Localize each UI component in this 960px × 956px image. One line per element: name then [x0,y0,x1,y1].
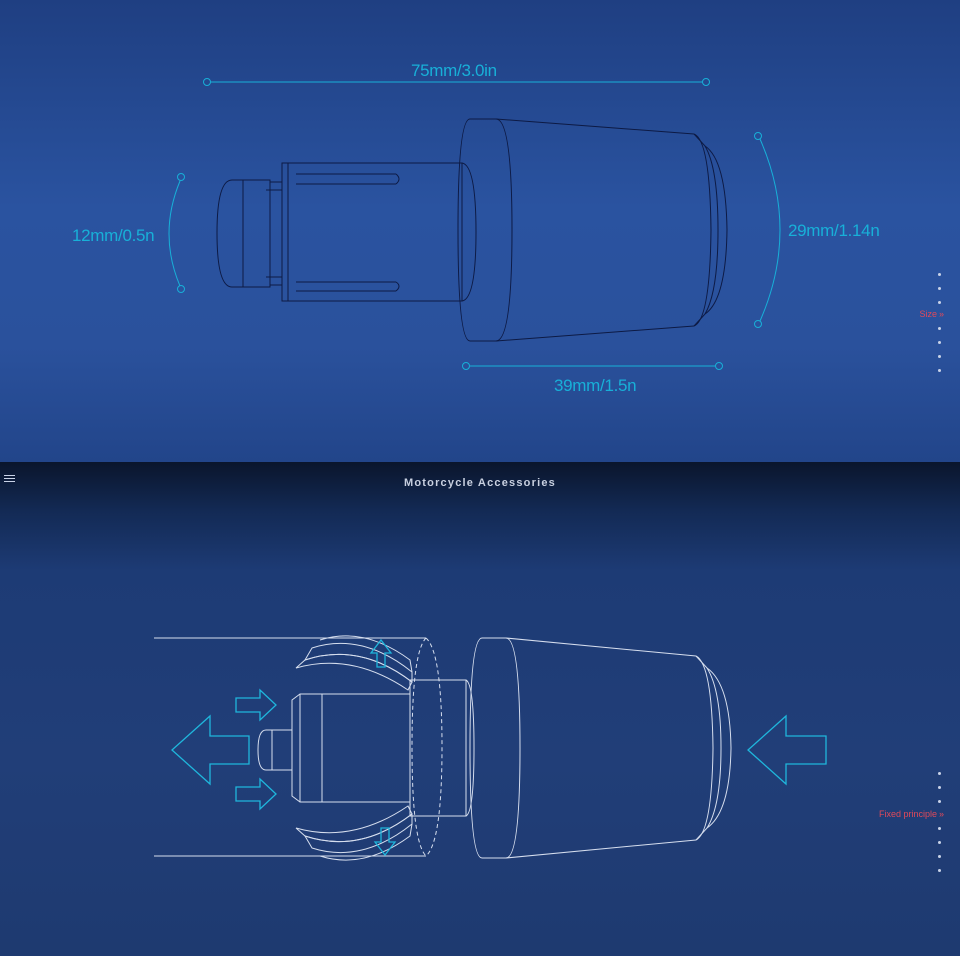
nav-dot[interactable] [938,786,941,789]
nav-item-fixed-principle[interactable]: Fixed principle» [879,809,944,819]
nav-dot[interactable] [938,341,941,344]
nav-dot[interactable] [938,772,941,775]
double-chevron-icon: » [938,809,944,819]
total-length-label: 75mm/3.0in [411,61,497,80]
nav-item-size[interactable]: Size» [919,309,944,319]
head-length-label: 39mm/1.5n [554,376,637,395]
fixed-principle-panel: Fixed principle» [0,462,960,956]
collar [469,637,521,859]
nav-dot[interactable] [938,369,941,372]
nav-dot[interactable] [938,855,941,858]
arrow-pull-left-icon [171,714,250,786]
nav-dot[interactable] [938,827,941,830]
shaft-diameter-arc [168,180,181,287]
hamburger-menu-icon[interactable] [4,475,15,483]
collar [457,118,513,342]
size-panel: 75mm/3.0in 12mm/0.5n 29mm/1.14n 39mm/1.5… [0,0,960,462]
section-nav: Size» [824,270,944,380]
nav-dot[interactable] [938,869,941,872]
sleeve [281,162,463,302]
nav-dot[interactable] [938,800,941,803]
bar-end-head [695,655,714,841]
nav-dot[interactable] [938,841,941,844]
arrow-push-left-icon [747,714,827,786]
nav-item-label: Fixed principle [878,809,937,819]
nav-dot[interactable] [938,273,941,276]
page-title: Motorcycle Accessories [404,477,556,489]
head-diameter-label: 29mm/1.14n [788,221,880,240]
shaft-diameter-label: 12mm/0.5n [72,226,155,245]
double-chevron-icon: » [938,309,944,319]
nav-dot[interactable] [938,327,941,330]
arrow-in-bottom-icon [235,777,277,811]
nav-dot[interactable] [938,355,941,358]
rear-knob [216,179,271,288]
section-nav: Fixed principle» [824,768,944,883]
arrow-down-icon [373,827,397,857]
fixed-principle-drawing [154,635,827,861]
shaft [409,679,467,817]
arrow-up-icon [369,638,393,668]
size-drawing [168,78,781,370]
inner-sleeve [291,693,323,803]
head-diameter-arc [759,138,781,322]
bar-end-head [693,133,712,327]
rear-plug [257,729,293,771]
nav-item-label: Size [919,309,937,319]
nav-dot[interactable] [938,301,941,304]
arrow-in-top-icon [235,688,277,722]
nav-dot[interactable] [938,287,941,290]
